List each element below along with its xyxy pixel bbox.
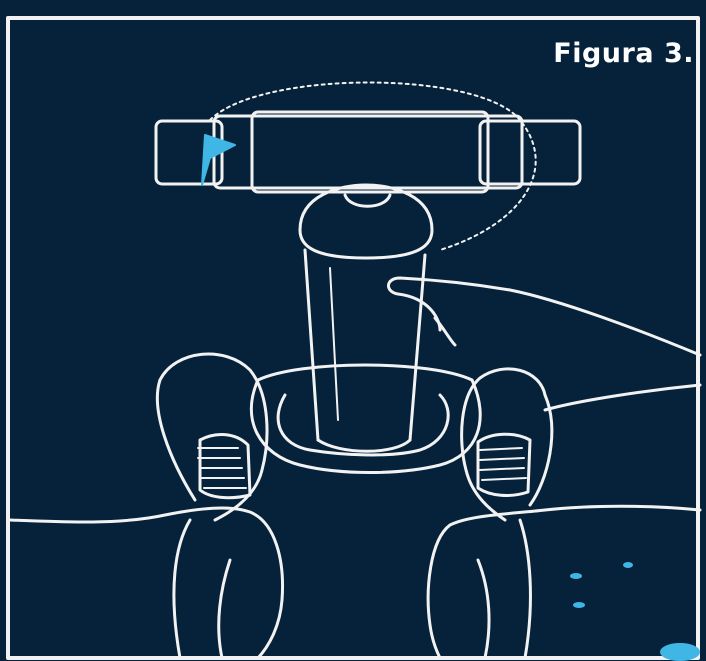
splash-dots (570, 562, 700, 661)
figure-caption: Figura 3. (553, 38, 694, 69)
hand-right-grip (428, 506, 700, 658)
base-collar (251, 365, 480, 473)
hand-left (10, 508, 283, 658)
knob (300, 185, 432, 258)
left-shoe (157, 354, 267, 520)
stem (305, 250, 425, 451)
rotation-arrow-icon (202, 135, 235, 185)
outer-border (8, 18, 698, 658)
